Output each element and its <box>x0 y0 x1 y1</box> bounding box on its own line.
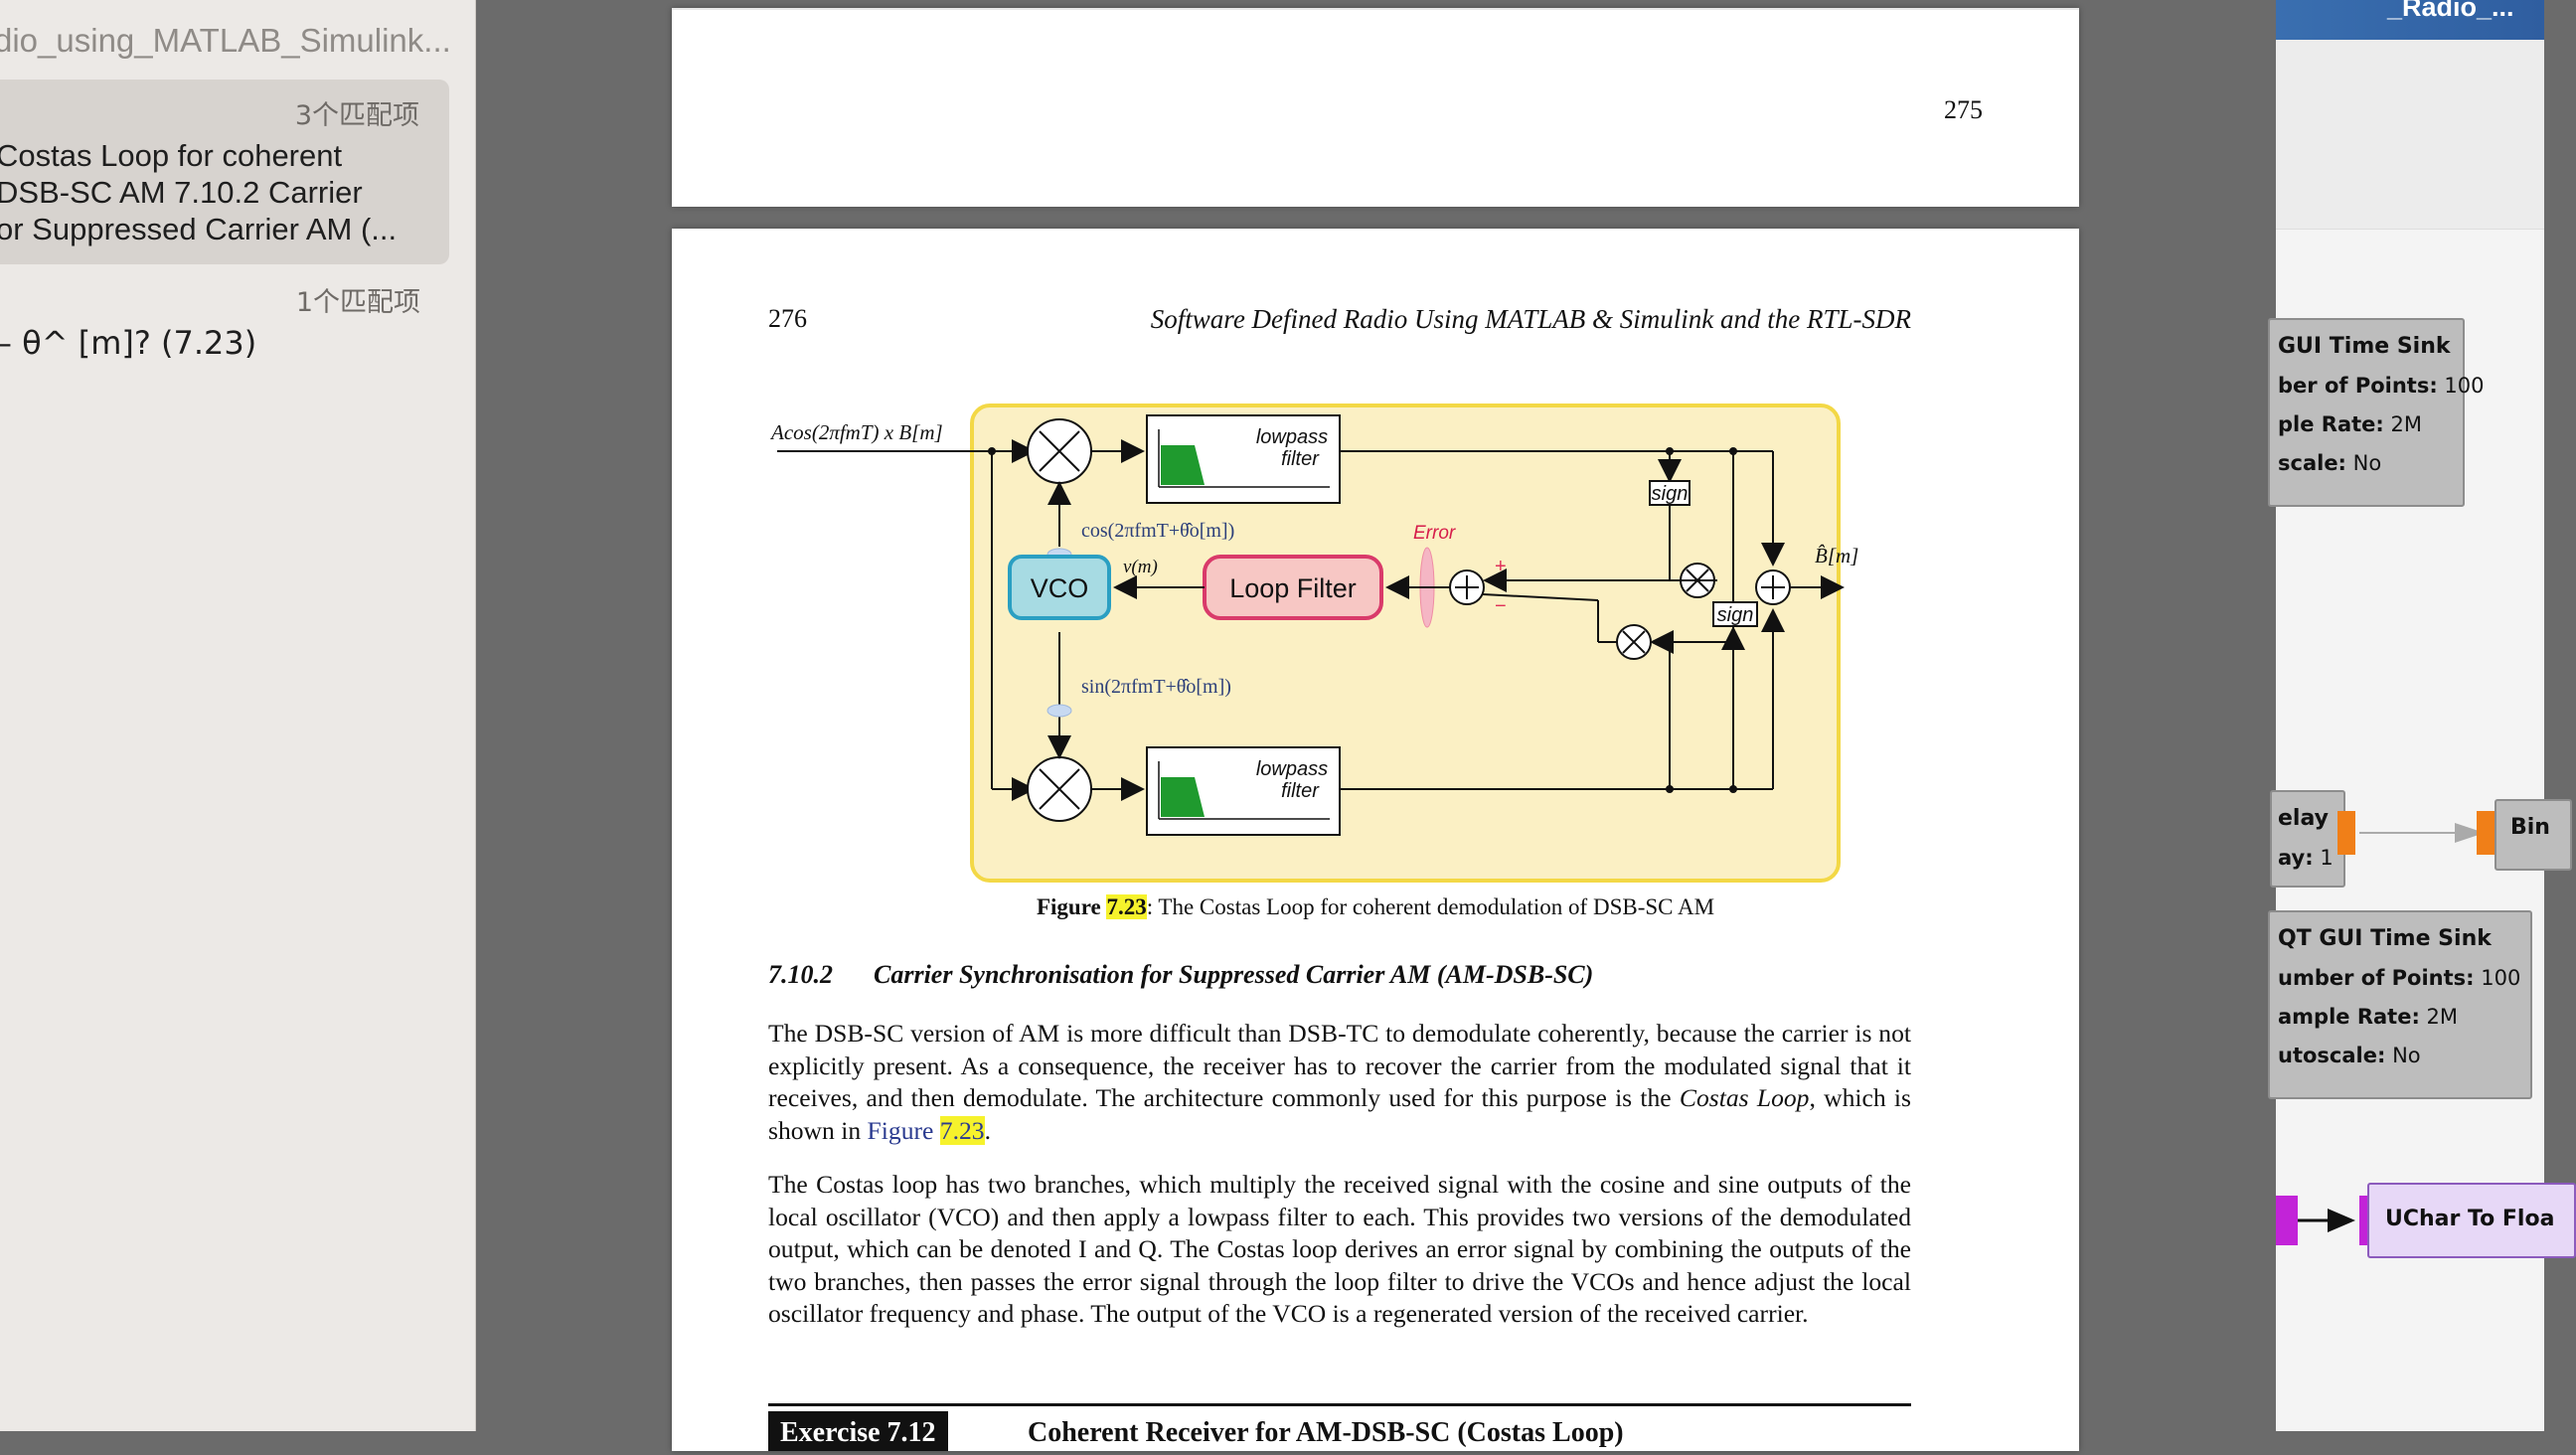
block-param: ber of Points: 100 <box>2278 367 2485 405</box>
param-value: No <box>2392 1044 2421 1067</box>
block-title: elay <box>2278 806 2329 831</box>
document-title: dio_using_MATLAB_Simulink... <box>0 22 451 59</box>
sign-label: sign <box>1652 483 1689 505</box>
param-label: ple Rate: <box>2278 412 2384 436</box>
delay-block[interactable]: elay ay: 1 <box>2270 790 2345 888</box>
param-label: ber of Points: <box>2278 374 2438 398</box>
vm-label: v(m) <box>1123 557 1158 577</box>
param-value: 2M <box>2426 1005 2459 1029</box>
caption-prefix: Figure <box>1036 894 1107 919</box>
search-result-text: Costas Loop for coherent DSB-SC AM 7.10.… <box>0 138 398 246</box>
caption-text: : The Costas Loop for coherent demodulat… <box>1146 894 1715 919</box>
pdf-page-275: 275 <box>672 8 2079 207</box>
lowpass-label: lowpass <box>1256 426 1328 448</box>
lowpass-filter-top <box>1146 414 1341 504</box>
vco-block <box>1008 555 1111 620</box>
block-title: Bin <box>2510 815 2550 840</box>
multiplier-lower <box>1616 624 1652 660</box>
search-sidebar: dio_using_MATLAB_Simulink... 3个匹配项 Costa… <box>0 0 476 1431</box>
block-param: umber of Points: 100 <box>2278 959 2530 998</box>
exercise-title: Coherent Receiver for AM-DSB-SC (Costas … <box>1028 1417 1624 1448</box>
gnuradio-titlebar: _Radio_... <box>2276 0 2544 40</box>
param-value: 100 <box>2444 374 2485 398</box>
param-value: No <box>2352 451 2382 475</box>
param-label: scale: <box>2278 451 2346 475</box>
connection-arrow <box>2359 823 2485 843</box>
gnuradio-panel: _Radio_... GUI Time Sink ber of Points: … <box>2268 0 2576 1431</box>
gnuradio-toolbar <box>2276 40 2544 230</box>
paragraph-text: The DSB-SC version of AM is more difficu… <box>768 1019 1911 1112</box>
summer-output <box>1755 569 1791 605</box>
block-param: scale: No <box>2278 444 2463 483</box>
block-title: UChar To Floa <box>2385 1207 2555 1231</box>
exercise-label: Exercise 7.12 <box>768 1411 948 1451</box>
uchar-to-float-block[interactable]: UChar To Floa <box>2367 1183 2576 1258</box>
plus-sign: + <box>1495 556 1507 577</box>
costas-loop-diagram: Acos(2πfmT) x B[m] B̂[m] lowpass filter … <box>769 404 1858 883</box>
param-label: utoscale: <box>2278 1044 2386 1067</box>
vco-label: VCO <box>1031 573 1089 603</box>
summer-error <box>1449 569 1485 605</box>
param-value: 100 <box>2481 966 2521 990</box>
param-value: 1 <box>2320 846 2334 870</box>
multiplier-bottom <box>1027 756 1092 822</box>
filter-label: filter <box>1281 780 1320 802</box>
input-label: Acos(2πfmT) x B[m] <box>769 420 943 444</box>
lowpass-label: lowpass <box>1256 758 1328 780</box>
block-title: QT GUI Time Sink <box>2278 926 2492 951</box>
input-port[interactable] <box>2477 811 2495 855</box>
exercise-rule <box>768 1403 1911 1406</box>
qt-gui-time-sink-block-2[interactable]: QT GUI Time Sink umber of Points: 100 am… <box>2268 910 2532 1099</box>
block-param: ample Rate: 2M <box>2278 998 2530 1037</box>
param-label: umber of Points: <box>2278 966 2475 990</box>
paragraph-1: The DSB-SC version of AM is more difficu… <box>768 1018 1911 1147</box>
output-port[interactable] <box>2276 1196 2298 1245</box>
running-header: Software Defined Radio Using MATLAB & Si… <box>1150 304 1911 334</box>
section-number: 7.10.2 <box>768 960 833 989</box>
loop-filter-label: Loop Filter <box>1229 573 1357 603</box>
paragraph-text: , which is shown in <box>768 1083 1911 1145</box>
costas-loop-term: Costas Loop <box>1679 1083 1810 1112</box>
search-result-1[interactable]: 3个匹配项 Costas Loop for coherent DSB-SC AM… <box>0 80 449 264</box>
paragraph-2: The Costas loop has two branches, which … <box>768 1170 1911 1328</box>
match-count: 1个匹配项 <box>295 287 420 318</box>
param-value: 2M <box>2390 412 2422 436</box>
paragraph-text: . <box>984 1115 991 1145</box>
cos-label: cos(2πfmT+θ̂o[m]) <box>1081 520 1234 542</box>
block-param: utoscale: No <box>2278 1037 2530 1075</box>
page-number: 275 <box>1944 95 1983 124</box>
error-label: Error <box>1413 523 1456 544</box>
figure-link[interactable]: Figure <box>867 1115 940 1145</box>
multiplier-top <box>1027 418 1092 484</box>
connection-arrow <box>2298 1209 2355 1232</box>
figure-caption: Figure 7.23: The Costas Loop for coheren… <box>672 894 2079 920</box>
sign-label: sign <box>1717 604 1754 626</box>
minus-sign: − <box>1495 595 1507 617</box>
sin-label: sin(2πfmT+θ̂o[m]) <box>1081 676 1231 698</box>
output-label: B̂[m] <box>1815 544 1858 567</box>
lowpass-filter-bottom <box>1146 746 1341 836</box>
gnuradio-window-title: _Radio_... <box>2387 0 2514 22</box>
block-title: GUI Time Sink <box>2278 334 2451 359</box>
match-count: 3个匹配项 <box>294 100 419 131</box>
block-param: ay: 1 <box>2278 839 2343 878</box>
output-port[interactable] <box>2337 811 2355 855</box>
section-title: Carrier Synchronisation for Suppressed C… <box>874 960 1594 989</box>
qt-gui-time-sink-block[interactable]: GUI Time Sink ber of Points: 100 ple Rat… <box>2268 318 2485 507</box>
figure-link-number[interactable]: 7.23 <box>939 1115 985 1145</box>
filter-label: filter <box>1281 448 1320 470</box>
page-number: 276 <box>768 304 807 333</box>
sign-block-top <box>1649 480 1690 506</box>
section-heading: 7.10.2 Carrier Synchronisation for Suppre… <box>768 960 1593 990</box>
caption-number: 7.23 <box>1106 894 1147 919</box>
param-label: ay: <box>2278 846 2314 870</box>
search-result-2[interactable]: – θ^ [m]? (7.23) <box>0 324 257 362</box>
block-param: ple Rate: 2M <box>2278 405 2463 444</box>
sign-block-bottom <box>1712 601 1758 627</box>
param-label: ample Rate: <box>2278 1005 2420 1029</box>
pdf-page-276: 276 Software Defined Radio Using MATLAB … <box>672 229 2079 1451</box>
binary-block[interactable]: Bin <box>2495 799 2572 871</box>
